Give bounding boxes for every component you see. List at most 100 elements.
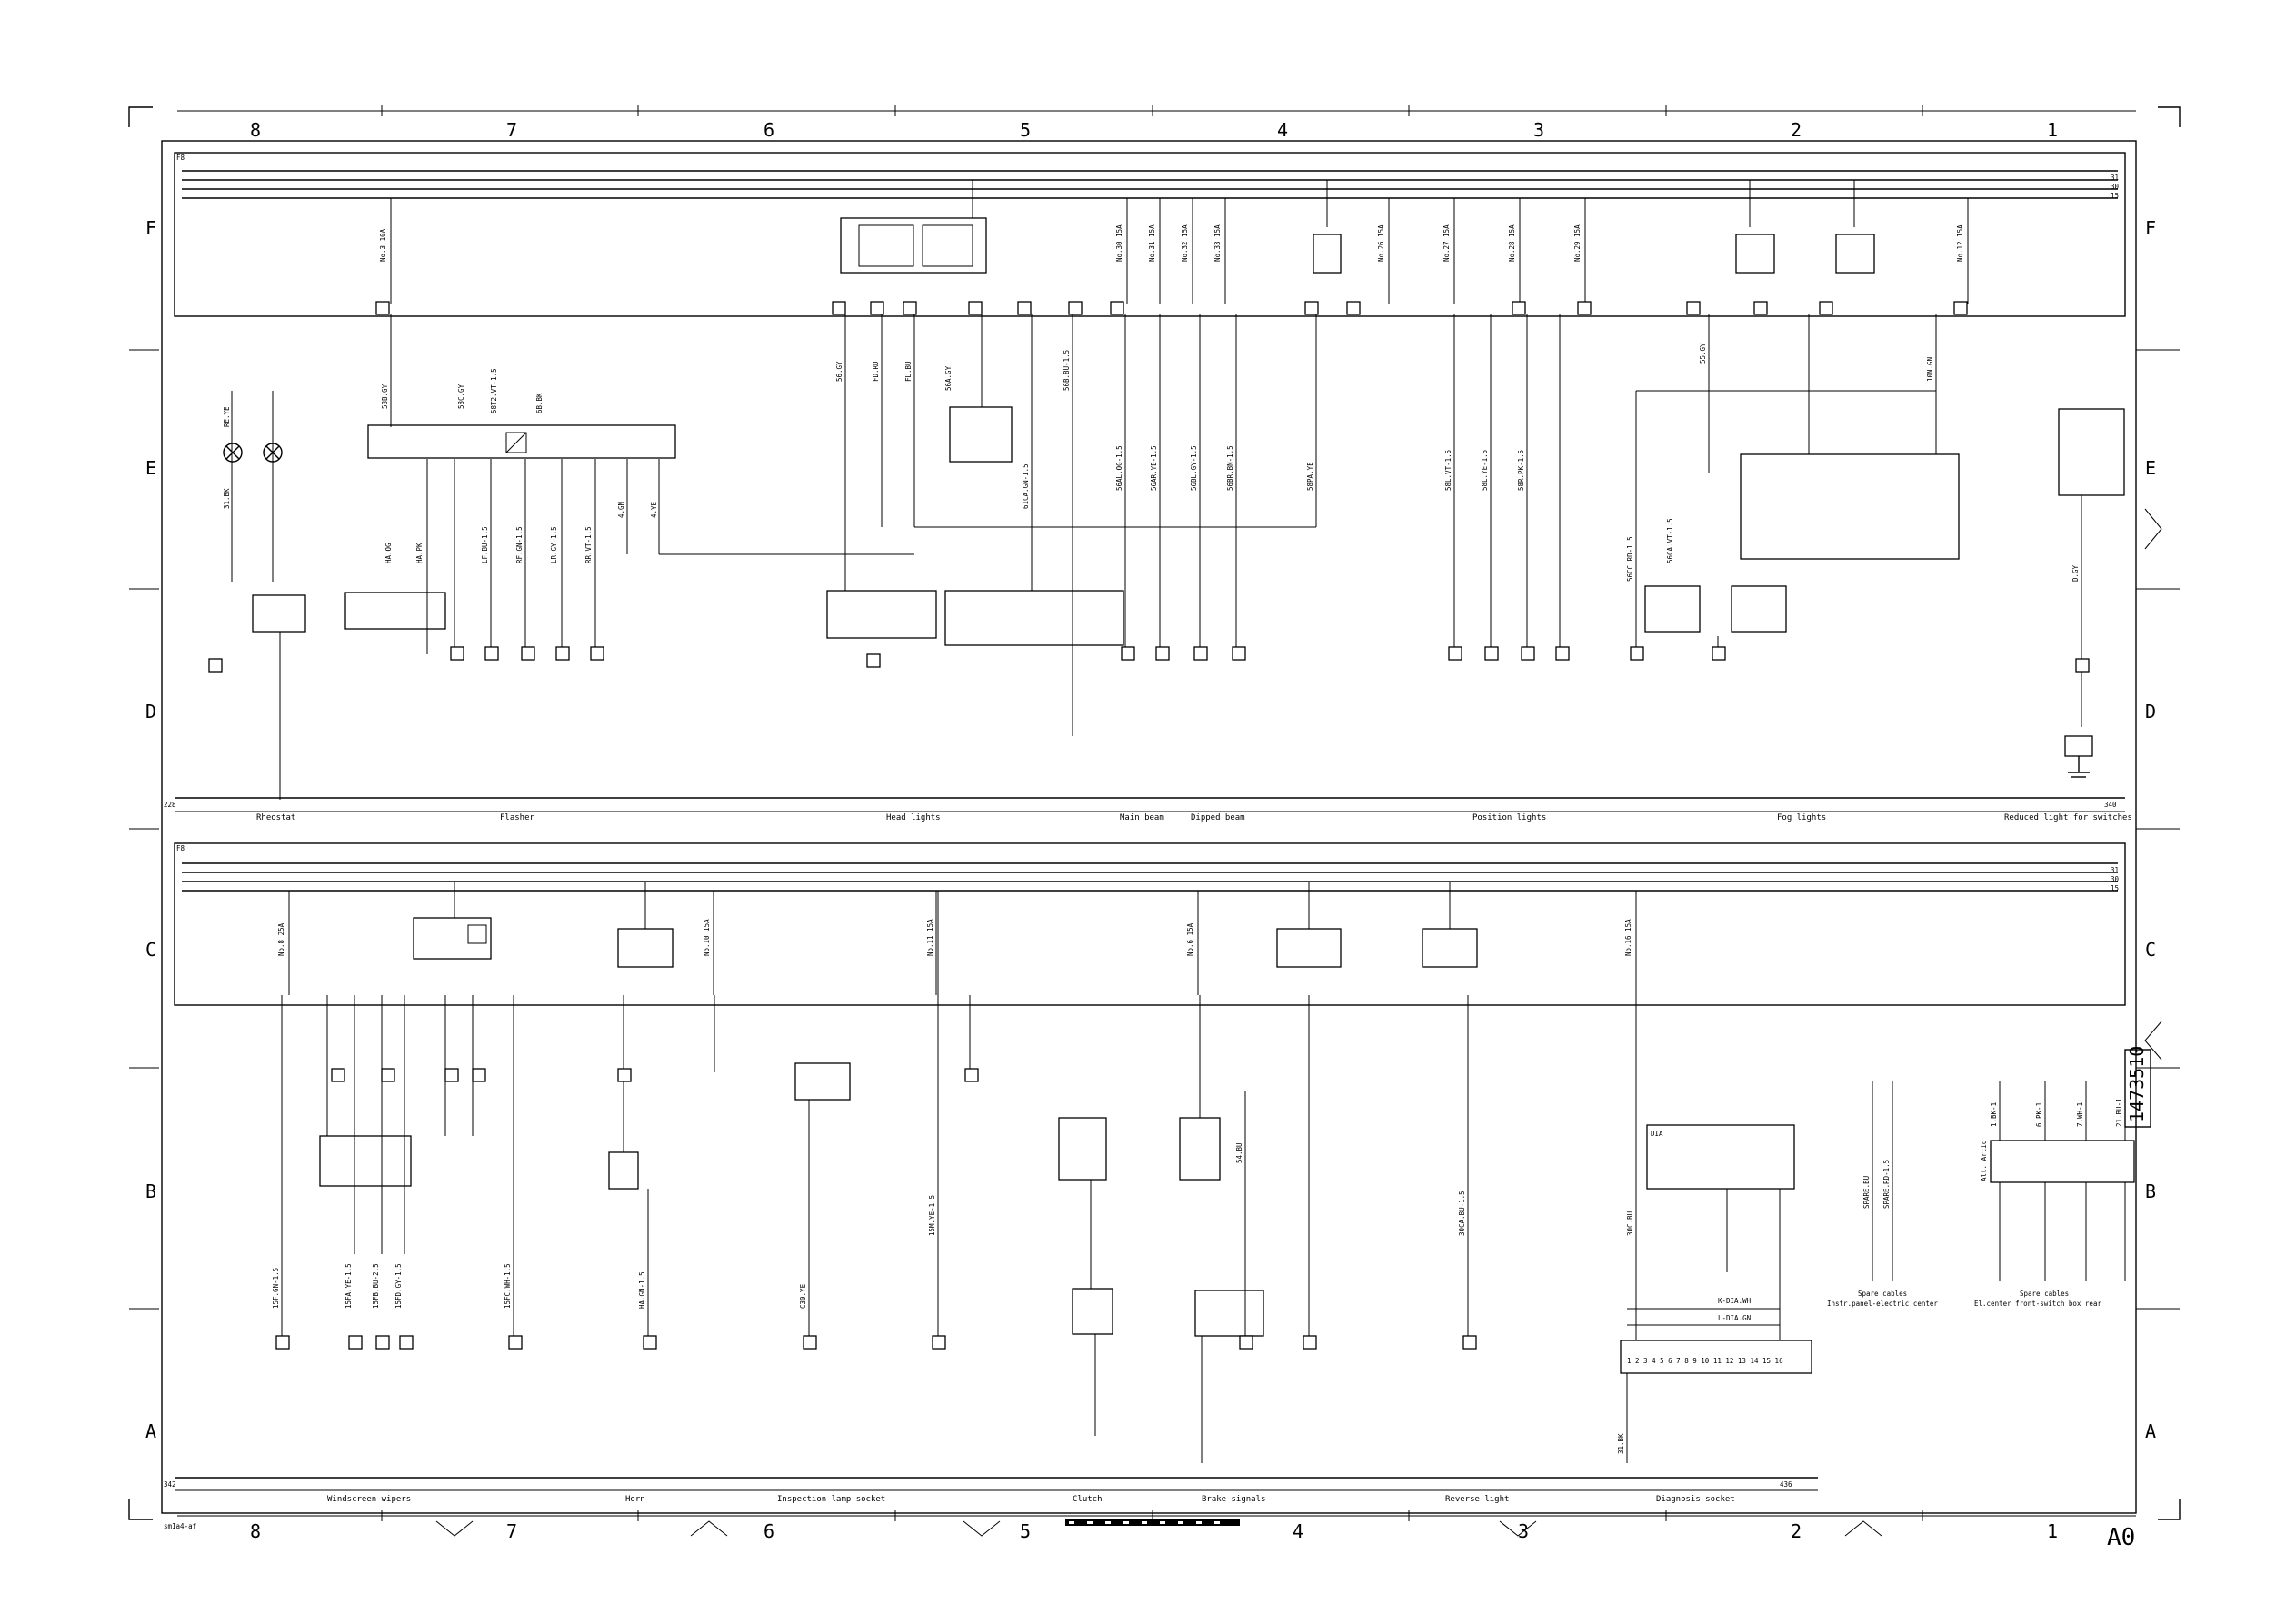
fuse-label: No.26 15A [1377,224,1385,262]
col-7-bottom: 7 [506,1520,517,1542]
fuse-label: No.10 15A [703,919,711,956]
zone-strip-sides [129,349,2180,1310]
fuse-drops-upper [390,180,1969,304]
bus-tag-lower: F8 [176,844,185,852]
lower-section: F8 31 30 15 342 436 Windscreen wipers Ho… [164,842,2151,1504]
fuse-label: No.32 15A [1181,224,1189,262]
col-1-top: 1 [2047,119,2058,141]
wire-label: 56A.GY [944,365,953,391]
wire-label: 61CA.GN-1.5 [1022,463,1030,509]
wire-label: 30C.BU [1626,1211,1634,1236]
rheostat-switch [252,594,306,633]
diagnosis-connector-label: DIA [1651,1130,1663,1138]
function-brake-signals: Brake signals [1202,1495,1265,1504]
col-1-bottom: 1 [2047,1520,2058,1542]
pins-upper [208,646,2093,757]
reduced-light-unit [2058,408,2125,496]
wire-label: 58B.GY [381,384,389,409]
wire-label: RE.YE [223,406,231,427]
function-reduced-light: Reduced light for switches [2004,813,2132,822]
col-8-bottom: 8 [250,1520,261,1542]
function-position-lights: Position lights [1472,813,1546,822]
spare-wire-right: 6.PK-1 [2035,1102,2043,1127]
brake-switch [1179,1117,1221,1181]
function-flasher: Flasher [500,813,535,822]
wire-label: 56AR.YE-1.5 [1150,445,1158,491]
artic-tag: Alt. Artic [1980,1141,1988,1181]
wiper-motor [319,1135,412,1187]
fuse-label: No.29 15A [1573,224,1582,262]
wire-label: 15FA.YE-1.5 [344,1263,353,1309]
drawing-number-box [2124,1049,2151,1128]
diagnosis-wire-top: K-DIA.WH [1718,1297,1752,1305]
wire-label: 55.GY [1699,343,1707,364]
wire-label: 56.GY [835,361,844,382]
spare-cables-left-subtitle: Instr.panel-electric center [1827,1300,1938,1308]
col-4-top: 4 [1277,119,1288,141]
bus-tag-upper: F8 [176,154,185,162]
function-fog-lights: Fog lights [1777,813,1826,822]
fuse-label: No.28 15A [1508,224,1516,262]
paper-size: A0 [2107,1524,2135,1551]
flasher-module [367,424,676,459]
fuse-label: No.11 15A [926,919,934,956]
terminal-strip-upper [375,301,1968,315]
col-2-top: 2 [1791,119,1802,141]
col-3-top: 3 [1533,119,1544,141]
spare-cables-left [1872,1081,1893,1281]
clutch-relay [1072,1288,1113,1335]
wire-label: D.GY [2071,564,2080,582]
row-c-left: C [145,939,156,961]
function-clutch: Clutch [1073,1495,1103,1504]
row-e-right: E [2145,457,2156,479]
wire-label: FD.RD [872,361,880,382]
wire-label: 56AL.OG-1.5 [1115,445,1123,491]
bus-label-31-lower: 31 [2111,866,2119,874]
fuse-label: No.3 10A [379,228,387,262]
spare-wire-right: 7.WH-1 [2076,1102,2084,1127]
wire-label: 4.YE [650,501,658,518]
col-6-top: 6 [764,119,774,141]
diagnosis-pins: 1 2 3 4 5 6 7 8 9 10 11 12 13 14 15 16 [1627,1357,1783,1365]
wire-label: 6B.BK [535,393,544,413]
function-rheostat: Rheostat [256,813,295,822]
wire-label: 58C.GY [457,384,465,409]
col-5-bottom: 5 [1020,1520,1031,1542]
row-a-left: A [145,1420,156,1442]
row-e-left: E [145,457,156,479]
col-3-bottom: 3 [1518,1520,1529,1542]
wire-label: 58L.VT-1.5 [1444,450,1452,491]
spare-wire-right: 1.BK-1 [1990,1102,1998,1127]
wire-label: 56CC.RD-1.5 [1626,536,1634,582]
wire-label: 31.BK [1617,1433,1625,1454]
zone-labels: 8 7 6 5 4 3 2 1 8 7 6 5 4 3 2 1 F E D C … [145,119,2156,1551]
sheet-border [161,140,2137,1514]
bus-label-30-lower: 30 [2111,875,2120,883]
wire-label: FL.BU [904,361,913,382]
spare-cables-right-title: Spare cables [2020,1290,2069,1298]
wire-label: 15M.YE-1.5 [928,1195,936,1236]
wire-label: 56BR.BN-1.5 [1226,445,1234,491]
wire-label: 31.BK [223,488,231,509]
col-7-top: 7 [506,119,517,141]
wire-label: 54.BU [1235,1142,1243,1163]
function-diagnosis-socket: Diagnosis socket [1656,1495,1735,1504]
spare-cables-left-title: Spare cables [1858,1290,1907,1298]
wire-label: 15FC.WH-1.5 [504,1263,512,1309]
fuse-label: No.8 25A [277,922,285,956]
wire-label: RR.VT-1.5 [584,526,593,563]
spare-wire-left: SPARE.BU [1862,1176,1871,1209]
wires-upper [231,314,2082,800]
row-d-left: D [145,701,156,722]
wire-label: 15FD.GY-1.5 [394,1263,403,1309]
scale-end-lower: 436 [1780,1480,1792,1489]
fuse-label: No.12 15A [1956,224,1964,262]
spare-cables-right-subtitle: El.center front-switch box rear [1974,1300,2101,1308]
wire-label: 30CA.BU-1.5 [1458,1191,1466,1236]
wire-label: 56B.BU-1.5 [1063,350,1071,391]
fuse-box-upper [174,152,2126,317]
diagnosis-socket [1620,1340,1812,1374]
fuse-drops-lower [288,882,1637,995]
wire-label: 15FB.BU-2.5 [372,1263,380,1309]
wire-label: 58T2.VT-1.5 [490,368,498,413]
